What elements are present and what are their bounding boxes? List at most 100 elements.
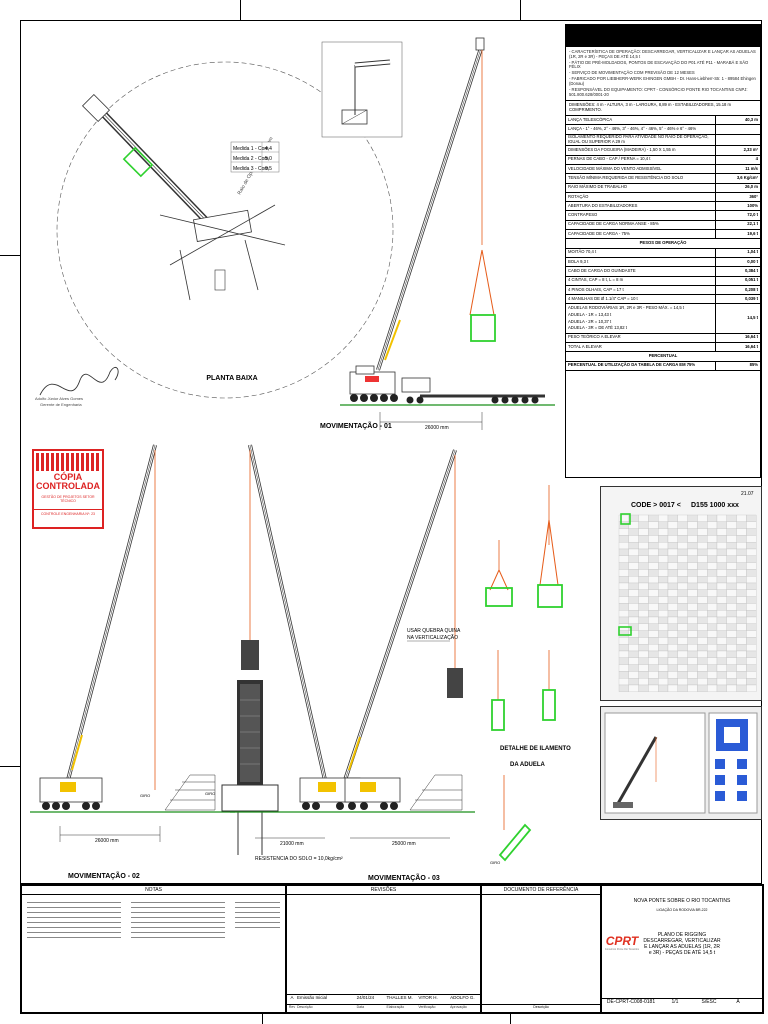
load-chart-cell <box>697 569 708 577</box>
load-chart-cell <box>707 562 718 570</box>
load-chart-cell <box>687 637 698 645</box>
spec-value: 26,0 m <box>715 183 760 193</box>
load-chart-graphic: CODE > 0017 < D155 1000 xxx 21.07 <box>618 491 757 692</box>
load-chart-cell <box>687 514 698 522</box>
mov-02-label: MOVIMENTAÇÃO - 02 <box>68 871 140 880</box>
load-chart-cell <box>687 678 698 686</box>
load-chart-cell <box>638 535 649 543</box>
load-chart-cell <box>667 657 678 665</box>
spec-value <box>715 134 760 147</box>
spec-info-line: - PÁTIO DE PRÉ-MOLDADOS, PONTOS DE ESCAV… <box>569 59 749 70</box>
load-chart-cell <box>716 657 727 665</box>
spec-key: ADUELAS RODOVIÁRIAS 1R, 2R e 3R - PESO M… <box>566 303 716 334</box>
load-chart-cell <box>736 596 747 604</box>
load-chart-cell <box>628 596 639 604</box>
mov-01-label: MOVIMENTAÇÃO - 01 <box>320 421 392 430</box>
spec-info-line: - RESPONSÁVEL DO EQUIPAMENTO: CPRT - CON… <box>569 86 748 97</box>
load-chart-cell <box>736 576 747 584</box>
load-chart-cell <box>677 555 688 563</box>
load-chart-cell <box>658 535 669 543</box>
load-chart-cell <box>658 637 669 645</box>
load-chart-cell <box>648 630 659 638</box>
load-chart-cell <box>638 589 649 597</box>
load-chart-cell <box>726 576 737 584</box>
spec-value: 0,208 t <box>715 285 760 296</box>
load-chart-cell <box>658 650 669 658</box>
load-chart-cell <box>736 514 747 522</box>
load-chart-cell <box>677 630 688 638</box>
rigging-details: DETALHE DE ILAMENTO DA ADUELA GIRO GIRO <box>205 485 571 865</box>
load-chart-cell <box>638 562 649 570</box>
load-chart-cell <box>648 657 659 665</box>
load-chart-cell <box>697 623 708 631</box>
spec-value: 19,6 t <box>715 229 760 240</box>
load-chart-cell <box>726 562 737 570</box>
spec-value: 2,33 m² <box>715 145 760 156</box>
plan-view-label: PLANTA BAIXA <box>206 375 257 382</box>
load-chart-cell <box>707 542 718 550</box>
load-chart-cell <box>667 678 678 686</box>
load-chart-cell <box>697 644 708 652</box>
spec-table: - CARACTERÍSTICA DE OPERAÇÃO: DESCARREGA… <box>565 24 761 478</box>
load-chart-cell <box>707 535 718 543</box>
rigging-drawing: Raio de Operação 26000 mm PLANTA BAIXA M… <box>30 37 571 882</box>
load-chart-cell <box>618 678 629 686</box>
svg-text:D155 1000 xxx: D155 1000 xxx <box>691 502 739 509</box>
load-chart-cell <box>716 521 727 529</box>
load-chart-cell <box>716 630 727 638</box>
load-chart-cell <box>667 671 678 679</box>
load-chart-cell <box>687 630 698 638</box>
plan-title: PLANO DE RIGGING DESCARREGAR, VERTICALIZ… <box>643 932 721 956</box>
load-chart-cell <box>658 555 669 563</box>
load-chart-cell <box>618 610 629 618</box>
load-chart-cell <box>697 542 708 550</box>
spec-info-line: - SERVIÇO DE MOVIMENTAÇÃO COM PREVISÃO D… <box>569 70 695 76</box>
load-chart-cell <box>707 678 718 686</box>
project-panel: NOVA PONTE SOBRE O RIO TOCANTINS LIGAÇÃO… <box>601 885 763 1013</box>
load-chart-cell <box>736 623 747 631</box>
load-chart-cell <box>716 664 727 672</box>
load-chart-cell <box>618 616 629 624</box>
load-chart-cell <box>638 637 649 645</box>
load-chart-cell <box>746 589 757 597</box>
load-chart-cell <box>707 664 718 672</box>
spec-key: CABO DE CARGA DO GUINDASTE <box>566 266 716 277</box>
load-chart-cell <box>677 548 688 556</box>
load-chart-cell <box>726 644 737 652</box>
load-chart-cell <box>667 569 678 577</box>
load-chart-cell <box>628 562 639 570</box>
load-chart-cell <box>746 630 757 638</box>
load-chart-cell <box>697 603 708 611</box>
load-chart-cell <box>677 623 688 631</box>
load-chart-cell <box>677 596 688 604</box>
load-chart-cell <box>667 528 678 536</box>
bottom-edge-tick <box>262 1012 263 1024</box>
load-chart-cell <box>628 684 639 692</box>
svg-text:0,5: 0,5 <box>265 166 272 172</box>
load-chart-cell <box>618 555 629 563</box>
load-chart-cell <box>677 664 688 672</box>
spec-key: 4 MANILHAS DE Ø 1.1/4" CAP = 10 t <box>566 294 716 305</box>
spec-key: RAIO MÁXIMO DE TRABALHO <box>566 183 716 193</box>
load-chart-cell <box>648 678 659 686</box>
load-chart-cell <box>697 671 708 679</box>
load-chart-cell <box>687 616 698 624</box>
spec-info-line: - FABRICADO POR LIEBHERR-WERK EHINGEN GM… <box>569 76 756 86</box>
load-chart-cell <box>648 664 659 672</box>
load-chart-cell <box>687 542 698 550</box>
load-chart-cell <box>628 582 639 590</box>
load-chart-cell <box>746 528 757 536</box>
load-chart-cell <box>677 671 688 679</box>
load-chart-cell <box>726 664 737 672</box>
load-chart-cell <box>638 657 649 665</box>
crane-control-screen <box>600 706 762 820</box>
load-chart-cell <box>697 535 708 543</box>
load-chart-cell <box>726 684 737 692</box>
svg-text:GIRO: GIRO <box>140 793 150 798</box>
load-chart-cell <box>746 650 757 658</box>
load-chart-cell <box>667 610 678 618</box>
